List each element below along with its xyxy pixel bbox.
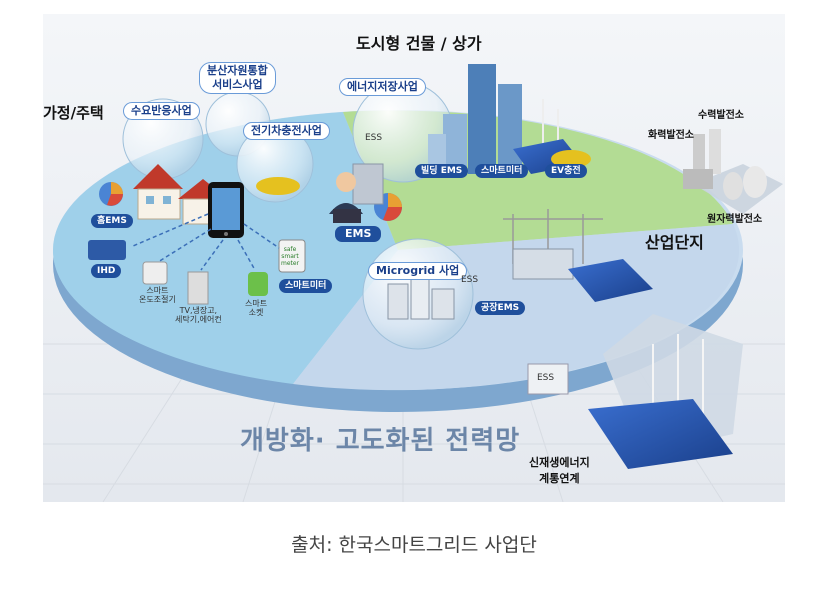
home-ems-pie <box>99 182 123 206</box>
home-zone <box>52 112 398 384</box>
renewable-line2: 계통연계 <box>539 472 580 485</box>
nuclear-plant-label: 원자력발전소 <box>707 214 763 225</box>
power-plants <box>683 129 767 200</box>
ev-car-home <box>256 177 300 195</box>
hydro-plant-label: 수력발전소 <box>698 110 744 121</box>
ems-tag: EMS <box>335 226 382 242</box>
renewable-wind-turbines <box>652 334 704 414</box>
demand-response-label: 수요반응사업 <box>123 102 200 120</box>
appliance-line2: 세탁기,에어컨 <box>175 315 222 324</box>
building-ems-tag: 빌딩 EMS <box>415 164 469 178</box>
home-region-label: 가정/주택 <box>43 104 104 122</box>
renewable-ess-box <box>527 363 569 395</box>
appliance-device <box>187 271 209 305</box>
factory-building <box>512 248 574 280</box>
ihd-device <box>88 240 126 260</box>
meter-face-line3: meter <box>281 260 300 267</box>
industrial-solar-panel <box>568 259 653 302</box>
smart-meter-home-tag: 스마트미터 <box>279 279 333 293</box>
urban-region-label: 도시형 건물 / 상가 <box>356 34 482 53</box>
thermostat-device <box>142 261 168 285</box>
network-label: 개방화· 고도화된 전력망 <box>240 426 521 456</box>
microgrid-buildings <box>387 275 455 320</box>
meter-face-line2: smart <box>281 253 299 260</box>
distributed-resource-line1: 분산자원통합 <box>207 64 268 77</box>
smart-socket-line2: 소켓 <box>248 308 264 317</box>
smart-thermostat-line1: 스마트 <box>146 286 169 295</box>
energy-storage-label: 에너지저장사업 <box>339 78 426 96</box>
smart-socket-line1: 스마트 <box>245 299 268 308</box>
smart-socket-label: 스마트 소켓 <box>245 299 267 317</box>
ess-storage-label: ESS <box>365 133 383 143</box>
ihd-tag: IHD <box>91 264 122 278</box>
renewable-label: 신재생에너지 계통연계 <box>529 454 590 486</box>
meter-face-text: safe smart meter <box>281 246 299 267</box>
smart-thermostat-line2: 온도조절기 <box>139 295 176 304</box>
ev-charging-label: 전기차충전사업 <box>243 122 330 140</box>
smart-socket-device <box>248 272 268 296</box>
thermal-plant-label: 화력발전소 <box>648 130 694 141</box>
smart-meter-device <box>278 239 306 273</box>
ess-renew-label: ESS <box>537 373 555 383</box>
distributed-resource-label: 분산자원통합 서비스사업 <box>199 62 276 94</box>
ev-charge-tag: EV충전 <box>545 164 587 178</box>
factory-ems-tag: 공장EMS <box>475 301 526 315</box>
smartphone-illustration <box>208 182 244 238</box>
meter-face-line1: safe <box>283 246 297 253</box>
smart-thermostat-label: 스마트 온도조절기 <box>139 286 176 304</box>
smart-grid-diagram <box>43 14 785 502</box>
ems-operator-illustration <box>329 163 384 223</box>
renewable-line1: 신재생에너지 <box>529 456 590 469</box>
smart-grid-illustration: 도시형 건물 / 상가 가정/주택 산업단지 수요반응사업 분산자원통합 서비스… <box>43 14 785 502</box>
appliance-line1: TV,냉장고, <box>179 306 218 315</box>
home-connection-arrows <box>132 213 280 271</box>
home-ems-tag: 홈EMS <box>91 214 133 228</box>
renewable-solar-panel <box>588 399 733 469</box>
smart-meter-building-tag: 스마트미터 <box>475 164 529 178</box>
appliance-label: TV,냉장고, 세탁기,에어컨 <box>175 306 222 324</box>
ess-micro-label: ESS <box>461 275 479 285</box>
microgrid-label: Microgrid 사업 <box>368 262 468 280</box>
source-caption: 출처: 한국스마트그리드 사업단 <box>291 534 537 556</box>
distributed-resource-line2: 서비스사업 <box>212 78 263 91</box>
industrial-region-label: 산업단지 <box>645 233 704 252</box>
ev-car-urban <box>551 150 591 168</box>
city-buildings <box>428 64 522 174</box>
